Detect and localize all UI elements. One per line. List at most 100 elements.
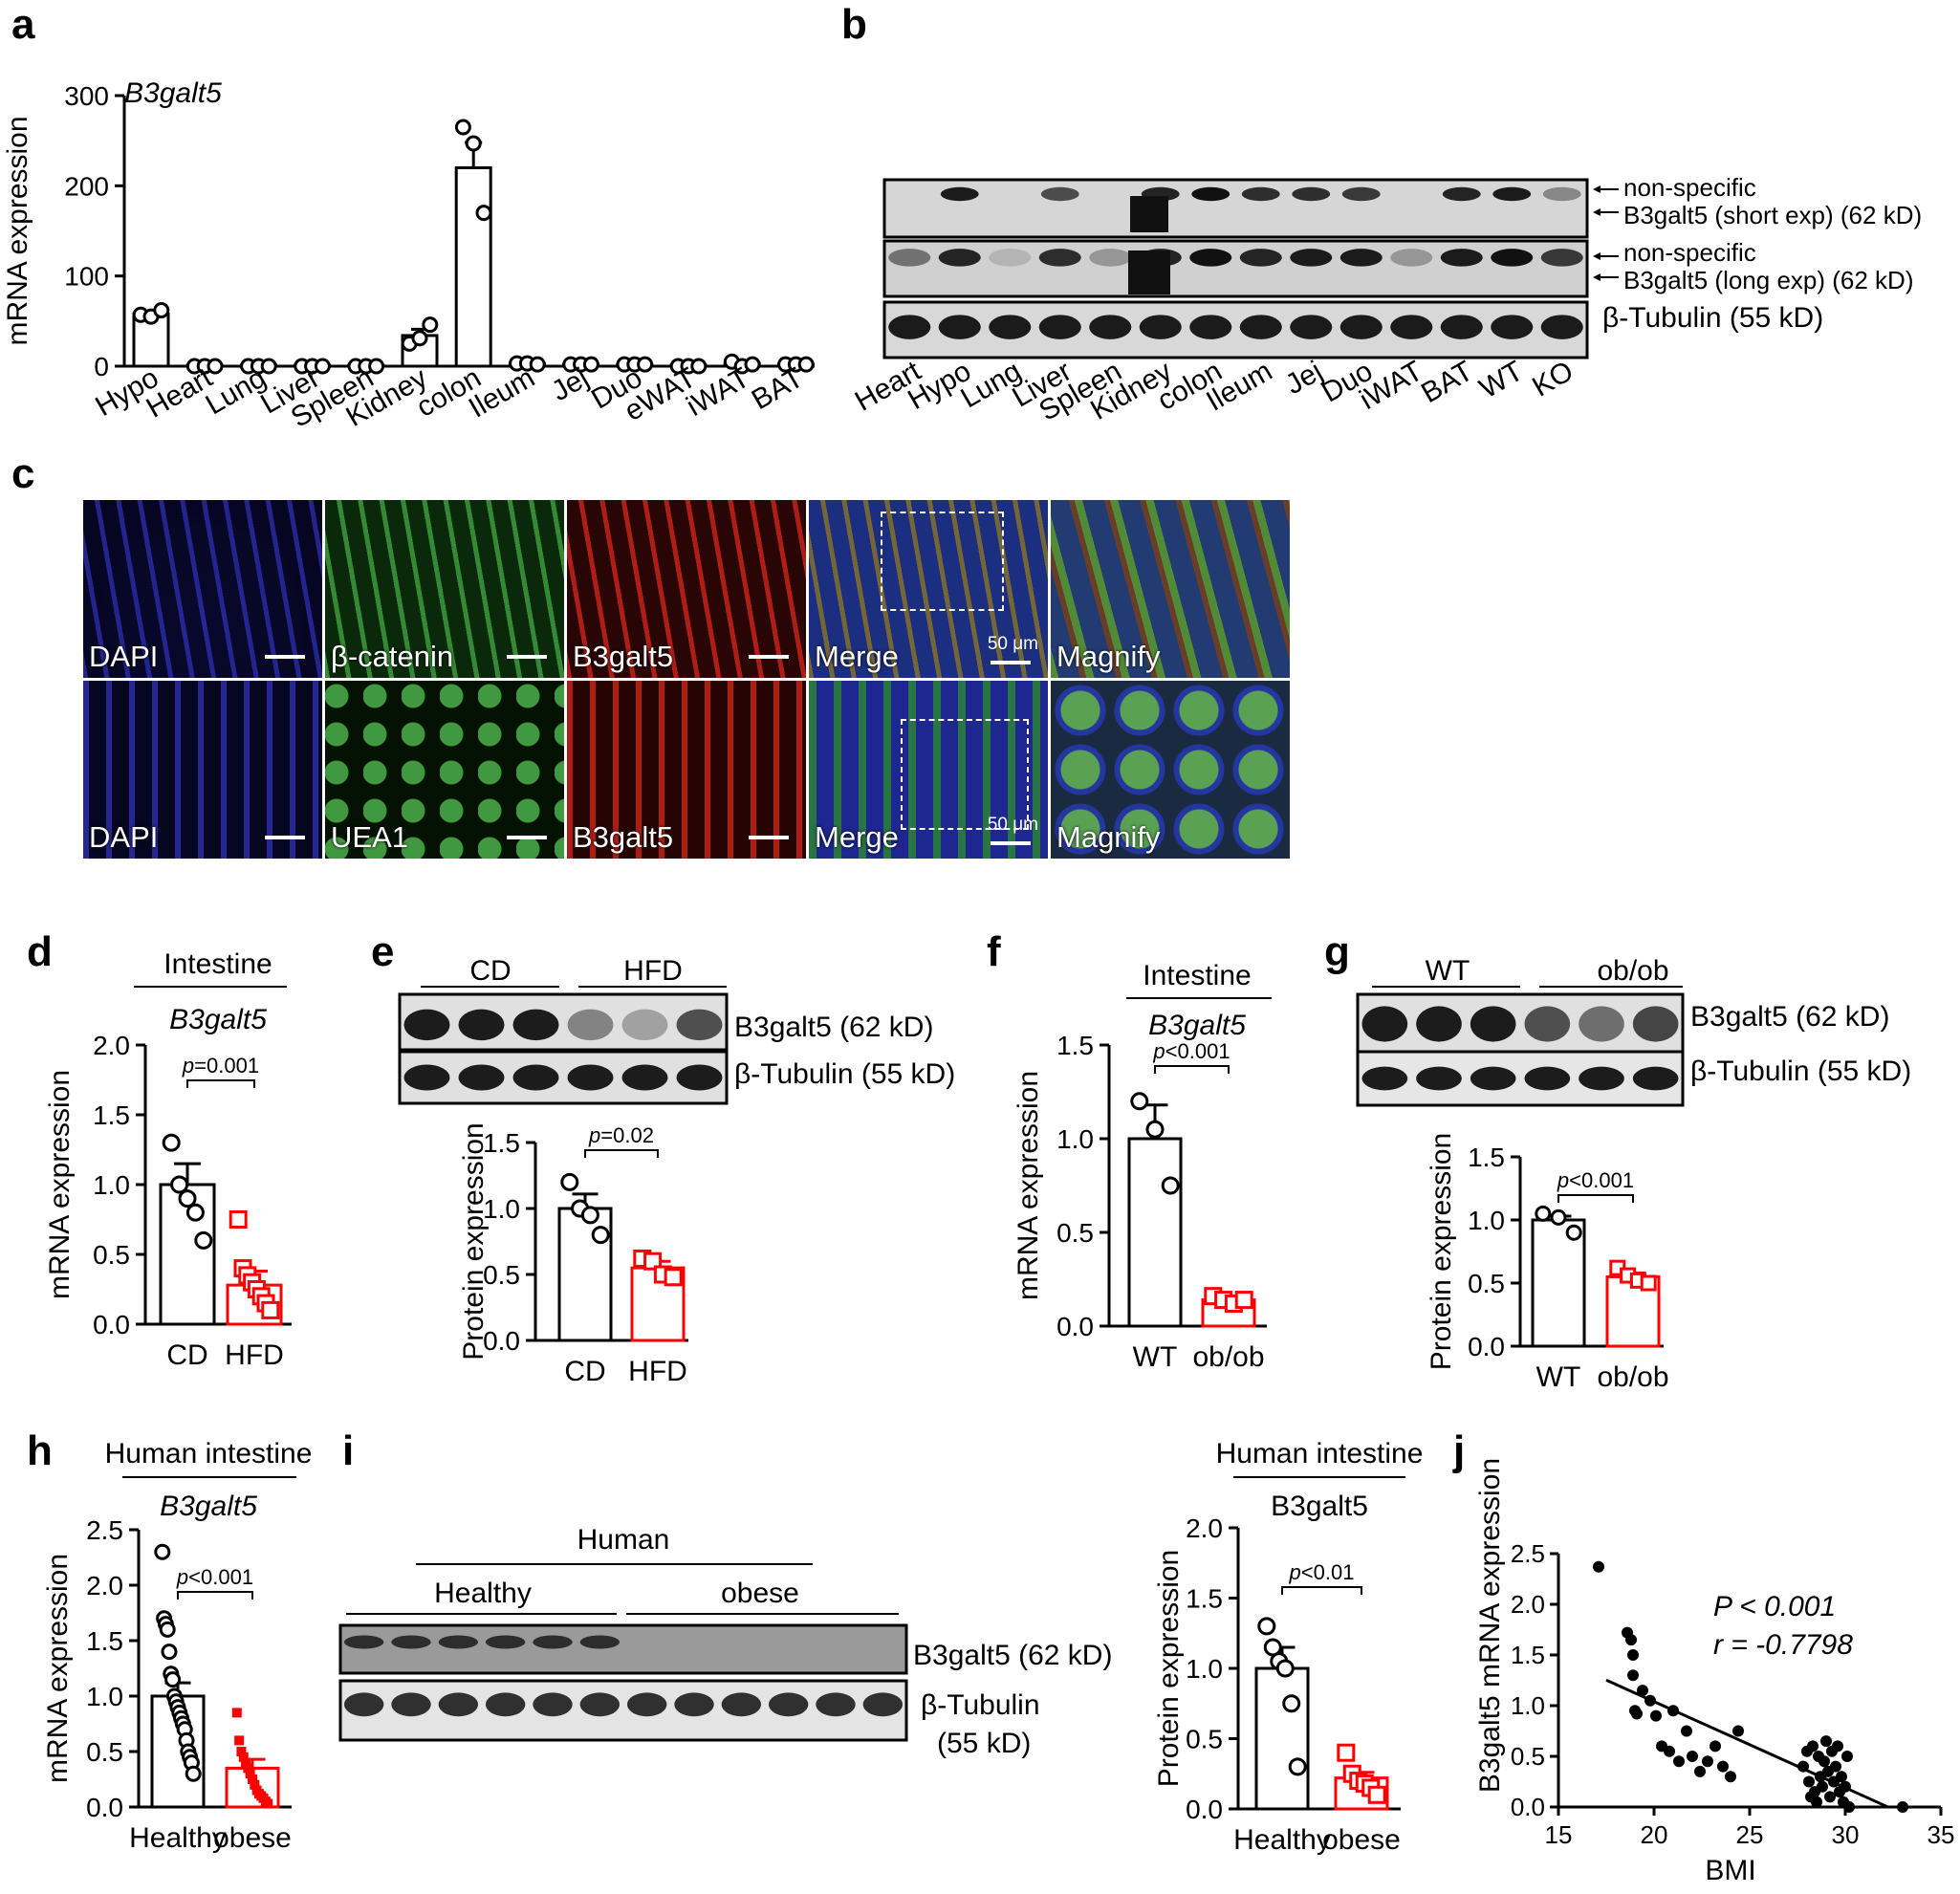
- scale-bar: [507, 655, 547, 659]
- data-point: [1843, 1801, 1855, 1813]
- dapi-texture: [83, 681, 322, 859]
- micro-b3galt5-1: B3galt5: [567, 500, 806, 678]
- blot-b-long: [882, 239, 1589, 298]
- data-point: [1288, 1757, 1307, 1776]
- panel-g-group-wt: WT: [1426, 955, 1470, 987]
- blot-b-label-4: B3galt5 (long exp) (62 kD): [1623, 266, 1913, 294]
- data-point: [580, 1206, 599, 1225]
- panel-letter-g: g: [1324, 928, 1350, 975]
- bar: [1127, 1137, 1183, 1328]
- blot-band: [533, 1635, 573, 1649]
- micro-uea1-2: UEA1: [325, 681, 564, 859]
- y-tick-label: 2.5: [86, 1515, 123, 1545]
- panel-f-gene: B3galt5: [1148, 1010, 1246, 1041]
- blot-band: [1632, 1006, 1679, 1042]
- y-tick-label: 2.0: [1511, 1590, 1545, 1619]
- panel-letter-i: i: [342, 1427, 354, 1474]
- data-point: [161, 1644, 178, 1661]
- x-tick-label: ob/ob: [1192, 1341, 1264, 1373]
- panel-j-stat-p: P < 0.001: [1713, 1591, 1836, 1622]
- panel-letter-a: a: [11, 1, 35, 48]
- y-axis-label: mRNA expression: [42, 1554, 74, 1783]
- data-point: [185, 1765, 202, 1782]
- data-point: [1627, 1669, 1639, 1682]
- data-point: [1234, 1291, 1253, 1310]
- data-point: [1694, 1765, 1706, 1777]
- scale-text: 50 μm: [987, 815, 1038, 835]
- blot-band: [676, 1009, 723, 1041]
- data-point: [1275, 1659, 1295, 1678]
- data-point: [582, 356, 599, 373]
- data-point: [1710, 1740, 1721, 1752]
- panel-i-top: Human: [577, 1524, 670, 1556]
- panel-f-header: Intestine: [1143, 960, 1251, 991]
- data-point: [1725, 1771, 1736, 1783]
- data-point: [245, 1769, 255, 1779]
- panel-d-gene: B3galt5: [169, 1004, 267, 1035]
- blot-band: [1390, 249, 1433, 267]
- data-point: [231, 1708, 242, 1718]
- panel-e-blot-label-2: β-Tubulin (55 kD): [734, 1058, 955, 1090]
- blot-band: [1040, 186, 1079, 202]
- y-tick-label: 0.5: [1056, 1218, 1094, 1248]
- panel-letter-f: f: [987, 928, 1001, 975]
- micro-label: Magnify: [1056, 820, 1161, 854]
- y-axis-label: Protein expression: [1153, 1550, 1185, 1787]
- data-point: [260, 358, 277, 375]
- data-point: [1650, 1709, 1662, 1722]
- blot-band: [1361, 1066, 1408, 1091]
- blot-band: [888, 249, 931, 267]
- panel-h-gene: B3galt5: [160, 1491, 257, 1522]
- magnify-texture: [1051, 681, 1290, 859]
- micro-label: β-catenin: [331, 640, 454, 673]
- blot-b-short-colon: [1130, 196, 1168, 232]
- x-tick-label: 15: [1545, 1820, 1573, 1849]
- y-tick-label: 0.0: [1468, 1332, 1505, 1361]
- blot-band: [391, 1692, 431, 1717]
- data-point: [1820, 1735, 1832, 1748]
- panel-i-group-obese: obese: [721, 1578, 799, 1609]
- x-tick-label: obese: [213, 1822, 292, 1854]
- y-tick-label: 1.0: [1186, 1654, 1223, 1684]
- blot-band: [567, 1009, 614, 1041]
- blot-band: [1089, 249, 1132, 267]
- blot-band: [1470, 1006, 1516, 1042]
- data-point: [1803, 1775, 1815, 1788]
- micro-catenin-1: β-catenin: [325, 500, 564, 678]
- micro-label: B3galt5: [573, 820, 674, 854]
- blot-band: [1440, 315, 1483, 339]
- data-point: [263, 1798, 273, 1809]
- x-tick-label: Healthy: [1233, 1824, 1331, 1856]
- blot-band: [1416, 1006, 1462, 1042]
- blot-band: [989, 249, 1032, 267]
- blot-band: [1416, 1066, 1462, 1091]
- data-point: [1818, 1755, 1830, 1768]
- panel-j-stat-r: r = -0.7798: [1713, 1629, 1853, 1661]
- blot-band: [938, 315, 981, 339]
- y-tick-label: 0.5: [483, 1260, 520, 1290]
- micro-merge-1: Merge 50 μm: [809, 500, 1048, 678]
- panel-i-blot-label-3: (55 kD): [937, 1728, 1031, 1759]
- scale-bar: [749, 655, 789, 659]
- scale-text: 50 μm: [987, 634, 1038, 654]
- x-tick-label: obese: [1322, 1824, 1401, 1856]
- scale-bar: [265, 836, 305, 839]
- y-tick-label: 1.5: [1186, 1584, 1223, 1614]
- data-point: [1631, 1708, 1643, 1720]
- x-tick-label: HFD: [225, 1339, 284, 1371]
- blot-band: [989, 315, 1032, 339]
- magnify-box: [901, 719, 1029, 830]
- y-tick-label: 1.0: [1056, 1124, 1094, 1154]
- data-point: [1687, 1751, 1698, 1762]
- micro-b3galt5-2: B3galt5: [567, 681, 806, 859]
- panel-d-header: Intestine: [163, 948, 272, 980]
- blot-band: [862, 1692, 904, 1717]
- y-axis-label: B3galt5 mRNA expression: [1474, 1458, 1506, 1793]
- data-point: [475, 205, 492, 222]
- data-point: [1565, 1224, 1582, 1241]
- p-rest: =0.001: [194, 1054, 259, 1078]
- blot-band: [1239, 249, 1282, 267]
- data-point: [314, 358, 331, 375]
- y-tick-label: 0.0: [86, 1793, 123, 1822]
